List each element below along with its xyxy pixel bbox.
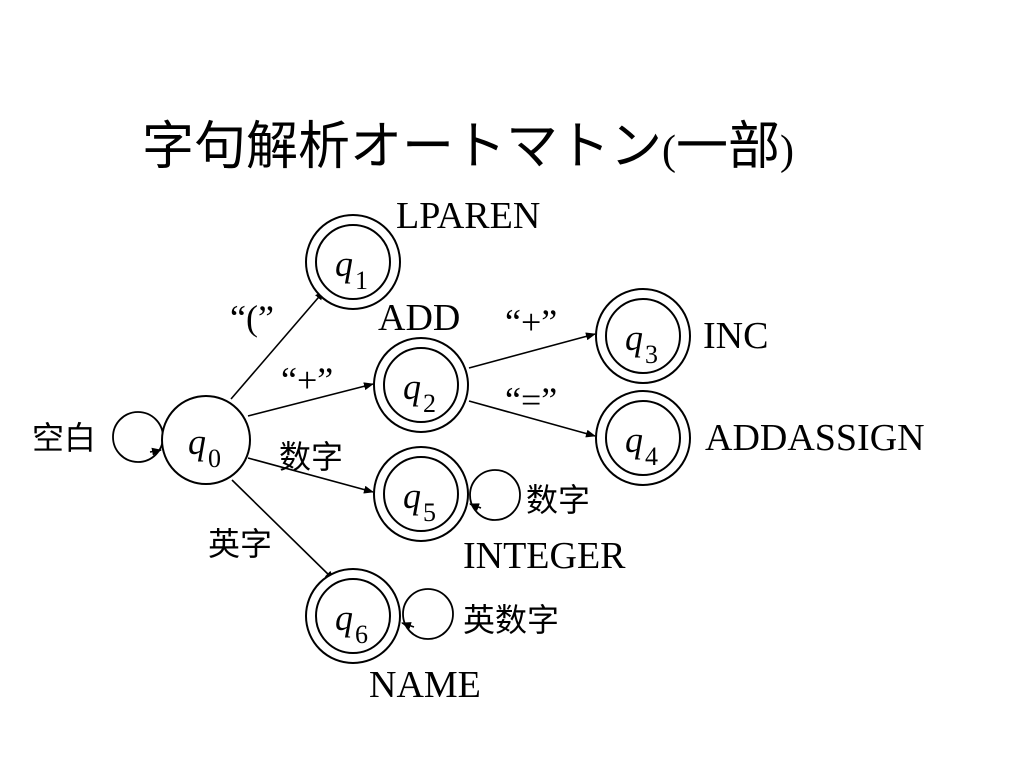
state-q6: q 6 xyxy=(305,568,401,664)
title-paren-close: ) xyxy=(780,128,795,174)
state-q4-inner xyxy=(605,400,681,476)
edge-label-q2-q3: “+” xyxy=(505,302,557,342)
state-q6-inner xyxy=(315,578,391,654)
edge-label-q0-q2: “+” xyxy=(281,360,333,400)
token-label-q1: LPAREN xyxy=(396,195,540,237)
token-label-q4: ADDASSIGN xyxy=(705,417,925,459)
state-q1-index: 1 xyxy=(355,266,368,295)
token-label-q2: ADD xyxy=(378,297,460,339)
loop-label-q0: 空白 xyxy=(32,419,96,457)
edge-q0-q6 xyxy=(231,479,335,581)
state-q1-inner xyxy=(315,224,391,300)
state-q3-index: 3 xyxy=(645,340,658,369)
state-q5-inner xyxy=(383,456,459,532)
state-q0-index: 0 xyxy=(208,444,221,473)
self-loop-q0 xyxy=(112,411,164,463)
edge-q0-q2 xyxy=(247,382,374,417)
state-q0-letter: q xyxy=(188,422,206,462)
edge-label-q0-q1: “(” xyxy=(230,298,274,338)
state-q3: q 3 xyxy=(595,288,691,384)
self-loop-q6 xyxy=(402,588,454,640)
state-q3-inner xyxy=(605,298,681,374)
state-q1-letter: q xyxy=(335,244,353,284)
loop-label-q6: 英数字 xyxy=(463,601,559,639)
self-loop-q5-arrow xyxy=(469,503,482,511)
state-q5-index: 5 xyxy=(423,498,436,527)
edge-q2-q3 xyxy=(468,332,596,369)
state-q2-index: 2 xyxy=(423,389,436,418)
state-q3-letter: q xyxy=(625,318,643,358)
token-label-q6: NAME xyxy=(369,664,481,706)
title-main: 字句解析オートマトン xyxy=(142,117,663,177)
state-q1: q 1 xyxy=(305,214,401,310)
self-loop-q0-arrow xyxy=(149,447,162,456)
state-q0: q 0 xyxy=(161,395,251,485)
state-q6-index: 6 xyxy=(355,620,368,649)
edge-q0-q1 xyxy=(230,290,325,400)
state-q4-letter: q xyxy=(625,420,643,460)
edge-label-q0-q6: 英字 xyxy=(208,525,272,563)
edge-label-q2-q4: “=” xyxy=(505,380,557,420)
state-q5-letter: q xyxy=(403,476,421,516)
title-paren-open: ( xyxy=(662,128,677,174)
state-q0-circle xyxy=(161,395,251,485)
self-loop-q6-arrow xyxy=(401,622,415,630)
edge-q2-q4 xyxy=(468,400,596,438)
edge-q0-q5 xyxy=(247,457,374,494)
loop-label-q5: 数字 xyxy=(526,481,590,519)
state-q4: q 4 xyxy=(595,390,691,486)
state-q5: q 5 xyxy=(373,446,469,542)
edge-label-q0-q5: 数字 xyxy=(279,438,343,476)
state-q2: q 2 xyxy=(373,337,469,433)
state-q2-letter: q xyxy=(403,367,421,407)
token-label-q3: INC xyxy=(703,315,768,357)
state-q6-letter: q xyxy=(335,598,353,638)
state-q2-inner xyxy=(383,347,459,423)
slide-title: 字句解析オートマトン(一部) xyxy=(142,104,794,179)
token-label-q5: INTEGER xyxy=(463,535,626,577)
title-suffix: 一部 xyxy=(676,117,781,177)
state-q4-index: 4 xyxy=(645,442,658,471)
self-loop-q5 xyxy=(469,469,521,521)
